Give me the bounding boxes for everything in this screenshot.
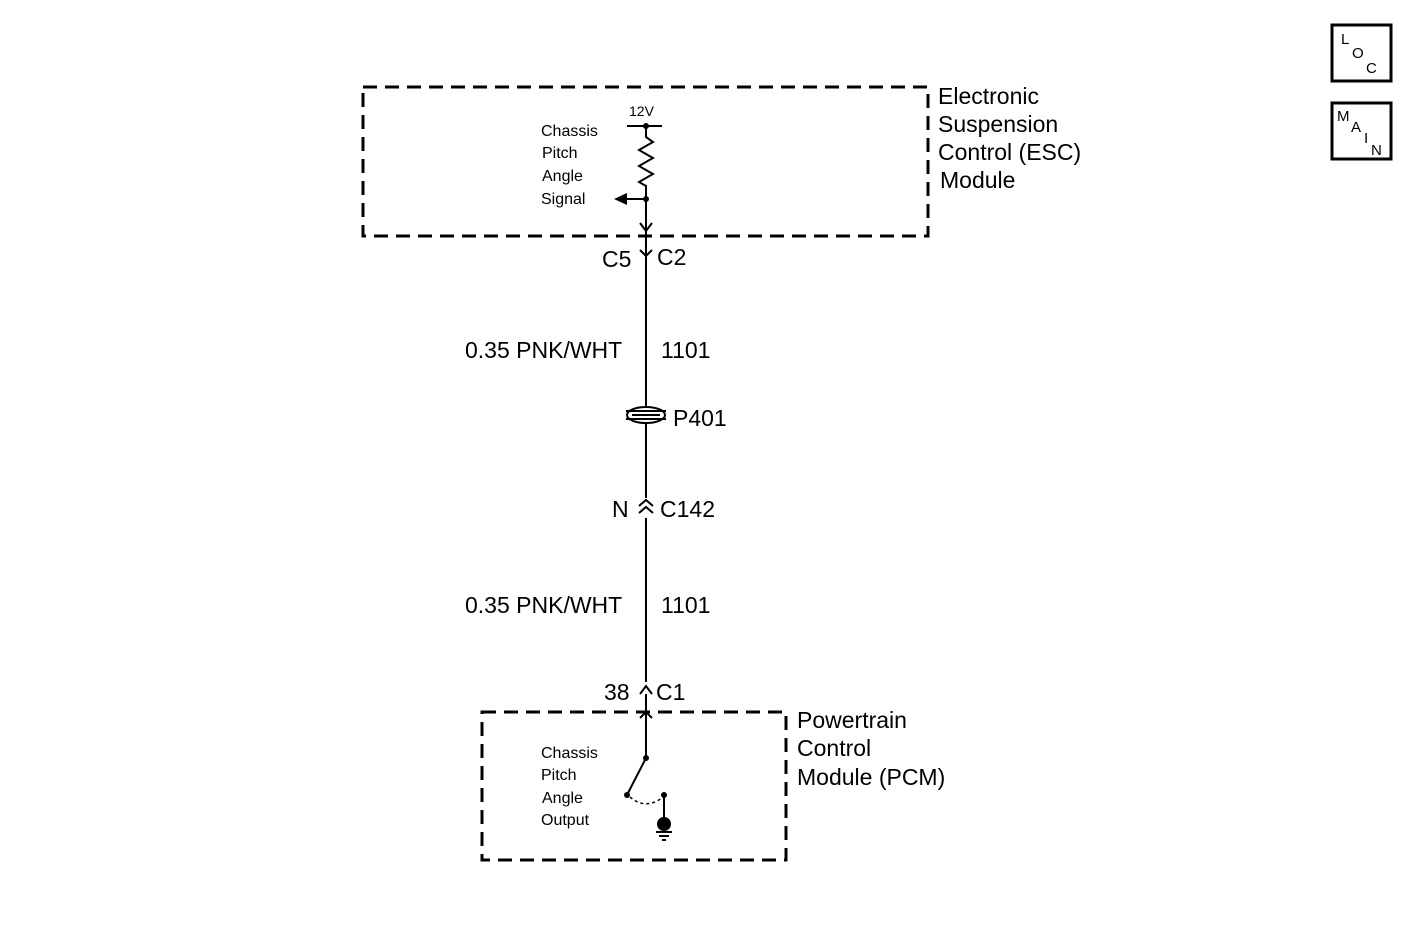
esc-module-name-line-2: Suspension [938, 111, 1058, 137]
esc-connector-id: C2 [657, 244, 686, 270]
esc-module-name-line-3: Control (ESC) [938, 139, 1081, 165]
pcm-connector-pin: 38 [604, 679, 630, 705]
esc-connector-male-icon [639, 249, 653, 258]
inline-connector-pin: N [612, 496, 629, 522]
ground-symbol-icon [656, 831, 672, 841]
pcm-connector-female-icon [639, 684, 653, 695]
pcm-module-name-line-3: Module (PCM) [797, 764, 945, 790]
main-button[interactable]: M A I N [1330, 101, 1393, 161]
pcm-module-box [480, 710, 788, 862]
esc-signal-line-1: Chassis [541, 123, 598, 140]
main-letter-2: A [1351, 119, 1361, 136]
esc-module-name-line-1: Electronic [938, 83, 1039, 109]
esc-module-name-line-4: Module [940, 167, 1015, 193]
pcm-output-line-1: Chassis [541, 745, 598, 762]
loc-button[interactable]: L O C [1330, 23, 1393, 83]
inline-connector-id: C142 [660, 496, 715, 522]
esc-signal-line-4: Signal [541, 191, 585, 208]
esc-signal-line-2: Pitch [542, 145, 578, 162]
loc-letter-3: C [1366, 60, 1377, 77]
esc-signal-line-3: Angle [542, 168, 583, 185]
signal-arrow-icon [614, 193, 627, 205]
splice-pack-icon [626, 406, 666, 424]
switch-travel-dashed [629, 796, 663, 805]
pcm-module-name-line-2: Control [797, 735, 871, 761]
lower-wire-gauge-color: 0.35 PNK/WHT [465, 592, 622, 618]
splice-pack-id: P401 [673, 405, 727, 431]
loc-letter-2: O [1352, 45, 1364, 62]
ground-node [657, 817, 671, 831]
pcm-output-line-2: Pitch [541, 767, 577, 784]
supply-voltage-label: 12V [629, 103, 655, 119]
upper-wire-circuit: 1101 [661, 337, 710, 363]
pcm-output-line-4: Output [541, 812, 590, 829]
pullup-resistor-icon [636, 126, 656, 198]
main-letter-1: M [1337, 108, 1350, 125]
esc-connector-pin: C5 [602, 246, 631, 272]
main-letter-4: N [1371, 142, 1382, 159]
pcm-connector-id: C1 [656, 679, 685, 705]
switch-blade-icon [627, 757, 647, 794]
pcm-module-name-line-1: Powertrain [797, 707, 907, 733]
upper-wire-gauge-color: 0.35 PNK/WHT [465, 337, 622, 363]
main-letter-3: I [1364, 130, 1368, 147]
lower-wire-circuit: 1101 [661, 592, 710, 618]
loc-letter-1: L [1341, 31, 1349, 48]
inline-connector-lower-icon [638, 505, 654, 514]
switch-contact [624, 792, 630, 798]
inline-connector-upper-icon [638, 498, 654, 507]
esc-connector-female-icon [639, 222, 653, 233]
pcm-output-line-3: Angle [542, 790, 583, 807]
